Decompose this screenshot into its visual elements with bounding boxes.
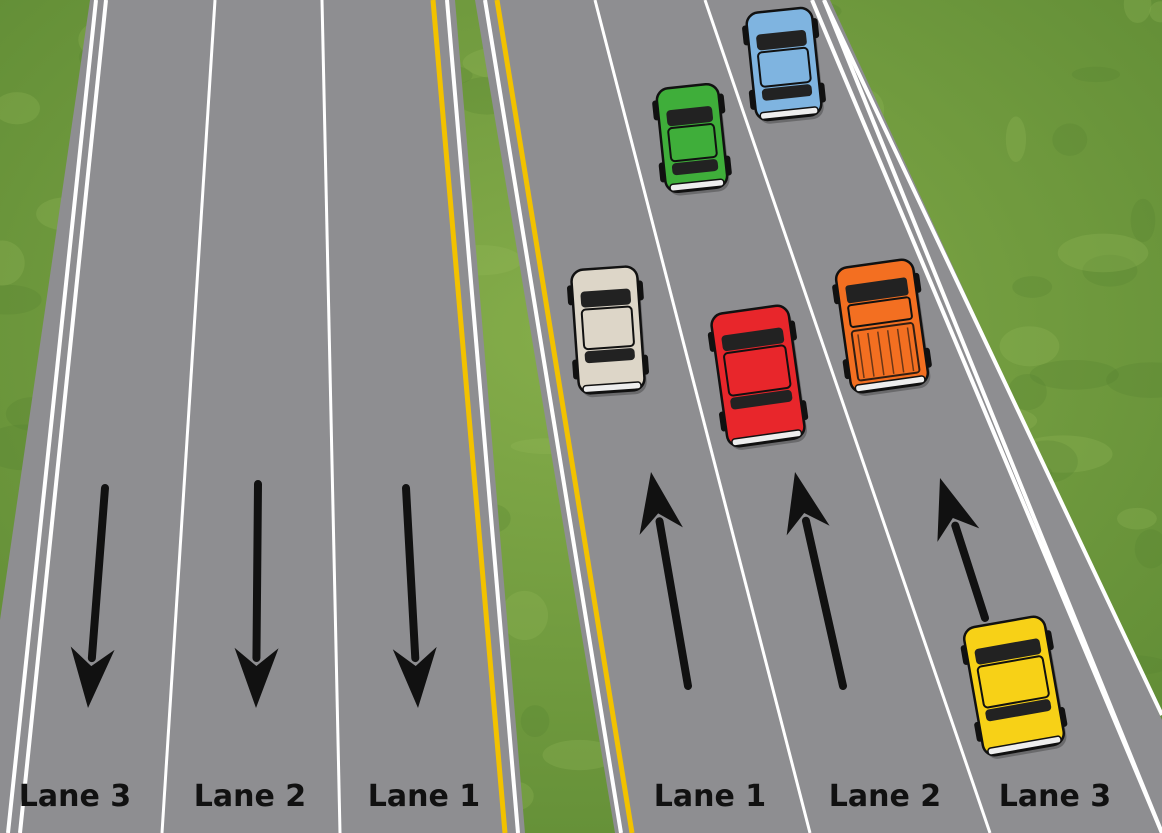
grass-patch xyxy=(0,240,25,286)
right-lane-label: Lane 2 xyxy=(829,779,941,814)
vehicles xyxy=(567,6,1068,759)
left-center-line xyxy=(430,0,508,833)
car-red xyxy=(707,304,809,450)
arrow-up-lane-3 xyxy=(937,478,989,622)
right-lane-label: Lane 1 xyxy=(654,779,766,814)
grass-patch xyxy=(0,92,40,125)
right-lane-divider xyxy=(703,0,992,833)
grass-patch xyxy=(1106,362,1162,398)
lane-markings xyxy=(6,0,1162,833)
right-median-edge-line xyxy=(483,0,623,833)
right-edge-line-outer xyxy=(822,0,1162,833)
arrow-down-lane-3 xyxy=(70,484,115,708)
grass-patch xyxy=(1134,529,1162,569)
left-lane-label: Lane 2 xyxy=(194,779,306,814)
left-edge-line-inner xyxy=(18,0,108,833)
left-roadway xyxy=(0,0,525,833)
right-lane-label: Lane 3 xyxy=(999,779,1111,814)
grass-patch xyxy=(1130,198,1156,243)
grass-patch xyxy=(1007,374,1047,411)
arrow-up-lane-1 xyxy=(639,472,692,690)
arrow-up-lane-2 xyxy=(786,472,847,690)
truck-orange xyxy=(832,258,932,396)
grass-patch xyxy=(0,284,42,315)
right-edge-line xyxy=(822,0,1162,716)
lane-labels: Lane 3 Lane 2 Lane 1 Lane 1 Lane 2 Lane 3 xyxy=(19,779,1111,814)
car-white xyxy=(567,265,649,398)
right-lane-divider xyxy=(593,0,812,833)
grass-patch xyxy=(1012,276,1053,298)
grass-patch xyxy=(1005,116,1027,163)
grass-patch xyxy=(1082,254,1138,287)
direction-arrows xyxy=(70,472,989,708)
right-center-line xyxy=(494,0,635,833)
grass-patch xyxy=(1117,507,1157,530)
left-median-edge-line xyxy=(445,0,520,833)
left-lane-label: Lane 3 xyxy=(19,779,131,814)
grass-patch xyxy=(1057,233,1149,273)
grass-patch xyxy=(1149,1,1162,23)
left-lane-divider xyxy=(320,0,342,833)
left-lane-label: Lane 1 xyxy=(368,779,480,814)
car-yellow xyxy=(960,615,1068,759)
grass-patch xyxy=(520,705,550,738)
car-blue xyxy=(742,6,826,124)
left-lane-divider xyxy=(160,0,217,833)
car-green xyxy=(652,82,732,196)
grass-patch xyxy=(1052,123,1088,156)
arrow-down-lane-1 xyxy=(392,484,437,708)
grass-patch xyxy=(1123,0,1152,24)
arrow-down-lane-2 xyxy=(234,480,279,708)
grass-patch xyxy=(999,326,1060,367)
grass-patch xyxy=(501,590,549,641)
left-edge-line xyxy=(6,0,98,833)
grass-patch xyxy=(1029,359,1119,390)
grass-patch xyxy=(542,739,617,771)
grass-patch xyxy=(1071,66,1121,83)
